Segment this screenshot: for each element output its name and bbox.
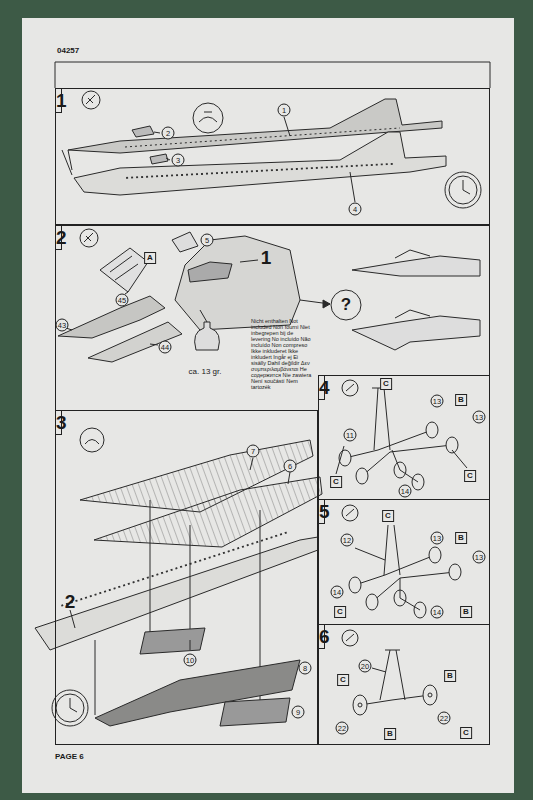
step-number: 1 [56, 89, 62, 113]
callout-number: 9 [292, 706, 305, 719]
callout-number: 13 [473, 551, 486, 564]
not-included-note: Nicht enthalten Not included Non fourni … [251, 318, 313, 390]
step-number: 2 [56, 226, 62, 250]
part-tree-tag: C [337, 674, 349, 686]
callout-number: 10 [184, 654, 197, 667]
step-panel: 3 [55, 410, 318, 745]
callout-number: 6 [284, 460, 297, 473]
callout-number: 13 [473, 411, 486, 424]
part-tree-tag: B [384, 728, 396, 740]
page-code: 04257 [57, 46, 79, 56]
callout-number: 13 [431, 395, 444, 408]
callout-number: 13 [431, 532, 444, 545]
callout-number: 14 [331, 586, 344, 599]
callout-number: 3 [172, 154, 185, 167]
step-number: 4 [319, 376, 325, 400]
question-mark: ? [341, 296, 351, 314]
assembly-number: 2 [65, 592, 76, 612]
part-tree-tag: C [382, 510, 394, 522]
part-tree-tag: C [334, 606, 346, 618]
part-tree-tag: C [460, 727, 472, 739]
callout-number: 43 [56, 319, 69, 332]
step-number: 5 [319, 500, 325, 524]
callout-number: 4 [349, 203, 362, 216]
part-tree-tag: C [330, 476, 342, 488]
callout-number: 2 [162, 127, 175, 140]
part-tree-tag: B [455, 394, 467, 406]
assembly-number: 1 [261, 248, 272, 268]
step-number: 6 [319, 625, 325, 649]
callout-number: 8 [299, 662, 312, 675]
weight-note: ca. 13 gr. [188, 367, 223, 377]
callout-number: 14 [431, 606, 444, 619]
part-tree-tag: A [144, 252, 156, 264]
step-panel: 1 [55, 88, 490, 225]
callout-number: 1 [278, 104, 291, 117]
part-tree-tag: B [444, 670, 456, 682]
callout-number: 5 [201, 234, 214, 247]
callout-number: 44 [159, 341, 172, 354]
callout-number: 45 [116, 294, 129, 307]
callout-number: 22 [438, 712, 451, 725]
callout-number: 20 [359, 660, 372, 673]
callout-number: 12 [341, 534, 354, 547]
callout-number: 11 [344, 429, 357, 442]
part-tree-tag: B [460, 606, 472, 618]
callout-number: 22 [336, 722, 349, 735]
part-tree-tag: C [380, 378, 392, 390]
part-tree-tag: B [455, 532, 467, 544]
part-tree-tag: C [464, 470, 476, 482]
step-number: 3 [56, 411, 62, 435]
callout-number: 14 [399, 485, 412, 498]
callout-number: 7 [247, 445, 260, 458]
page-code: PAGE 6 [55, 752, 84, 762]
